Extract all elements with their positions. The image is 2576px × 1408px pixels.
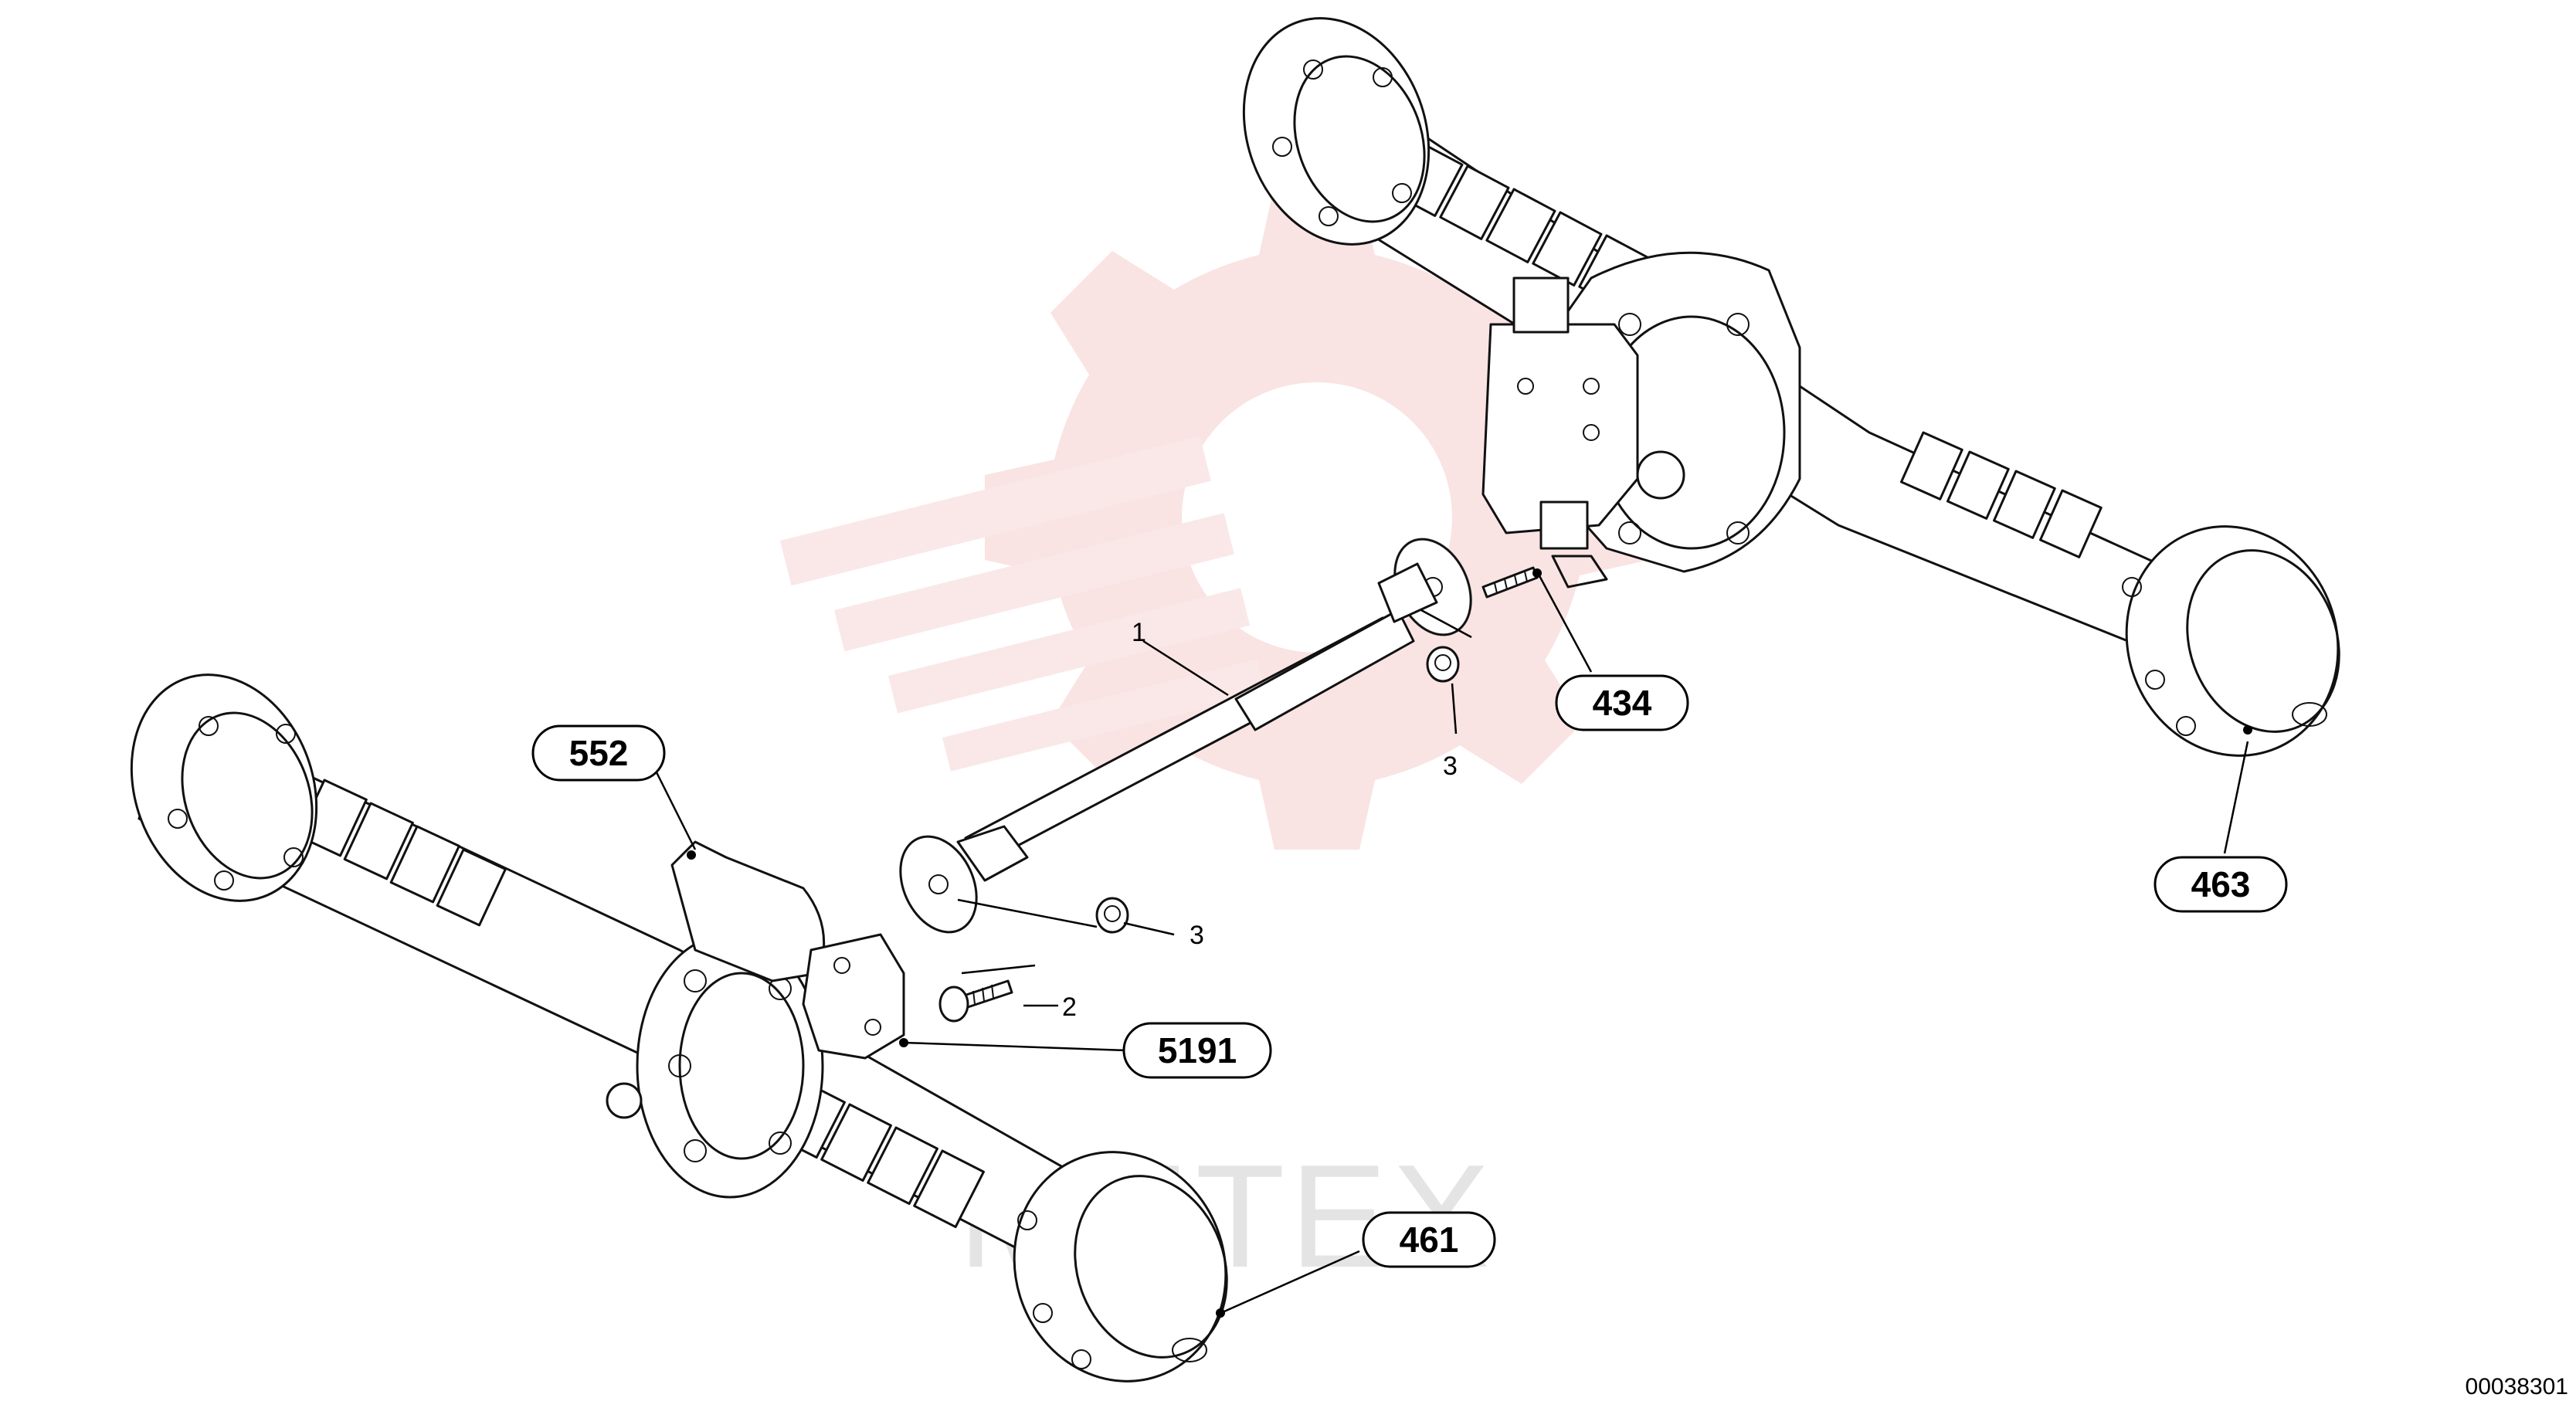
callout-552[interactable]: 552	[531, 724, 666, 782]
callout-463[interactable]: 463	[2153, 856, 2288, 913]
drive-shaft	[899, 538, 1472, 934]
callout-552-label: 552	[569, 733, 629, 773]
callout-461[interactable]: 461	[1362, 1211, 1496, 1268]
part-label-2: 2	[1062, 992, 1077, 1022]
bolt-part-2	[938, 979, 1013, 1023]
front-axle	[130, 673, 1228, 1383]
drawing-reference: 00038301	[2466, 1374, 2568, 1400]
callout-5191[interactable]: 5191	[1122, 1022, 1272, 1079]
part-label-1: 1	[1132, 618, 1146, 647]
leader-lines	[655, 568, 2252, 1318]
callout-434[interactable]: 434	[1555, 674, 1689, 731]
callout-463-label: 463	[2191, 864, 2251, 904]
part-label-3-rear: 3	[1443, 751, 1458, 781]
callout-434-label: 434	[1593, 683, 1652, 723]
part-label-3-front: 3	[1190, 921, 1204, 950]
rear-axle	[1242, 17, 2340, 757]
nut-part-3-rear	[1426, 646, 1460, 683]
nut-part-3-front	[1095, 897, 1129, 934]
callout-5191-label: 5191	[1158, 1030, 1237, 1070]
callout-461-label: 461	[1400, 1220, 1459, 1260]
